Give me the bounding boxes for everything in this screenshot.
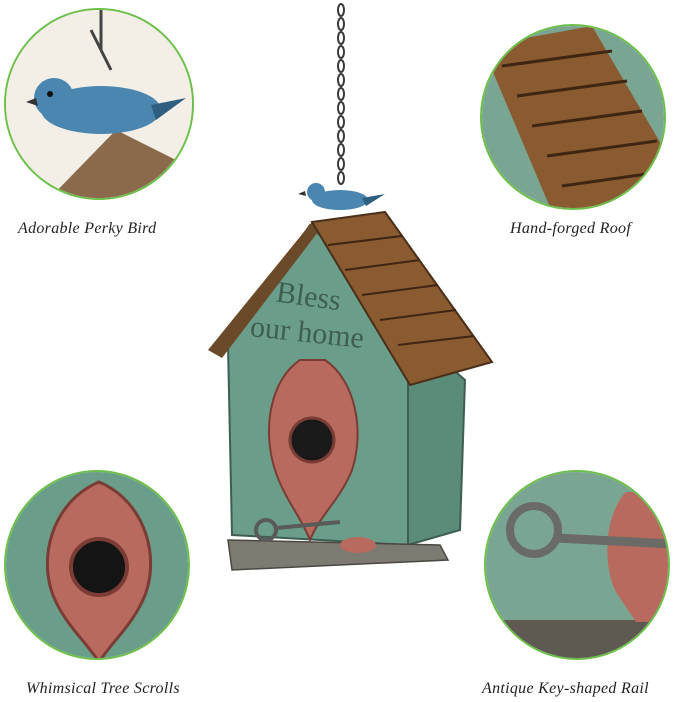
roof — [310, 210, 494, 387]
entrance-hole — [288, 416, 336, 464]
detail-circle-scroll — [4, 470, 190, 660]
caption-key-rail: Antique Key-shaped Rail — [482, 680, 649, 697]
caption-perky-bird: Adorable Perky Bird — [18, 220, 157, 237]
detail-circle-key-rail — [484, 470, 670, 660]
house-base — [227, 539, 450, 571]
perky-bird — [298, 183, 385, 210]
key-rail — [254, 518, 341, 542]
detail-circle-bird — [4, 8, 194, 200]
caption-tree-scrolls: Whimsical Tree Scrolls — [26, 680, 180, 697]
detail-circle-roof — [480, 24, 666, 210]
caption-hand-forged-roof: Hand-forged Roof — [510, 220, 632, 237]
roof-front-edge — [208, 222, 318, 358]
hanging-chain — [337, 3, 345, 185]
tree-scroll-ornament — [268, 359, 359, 543]
